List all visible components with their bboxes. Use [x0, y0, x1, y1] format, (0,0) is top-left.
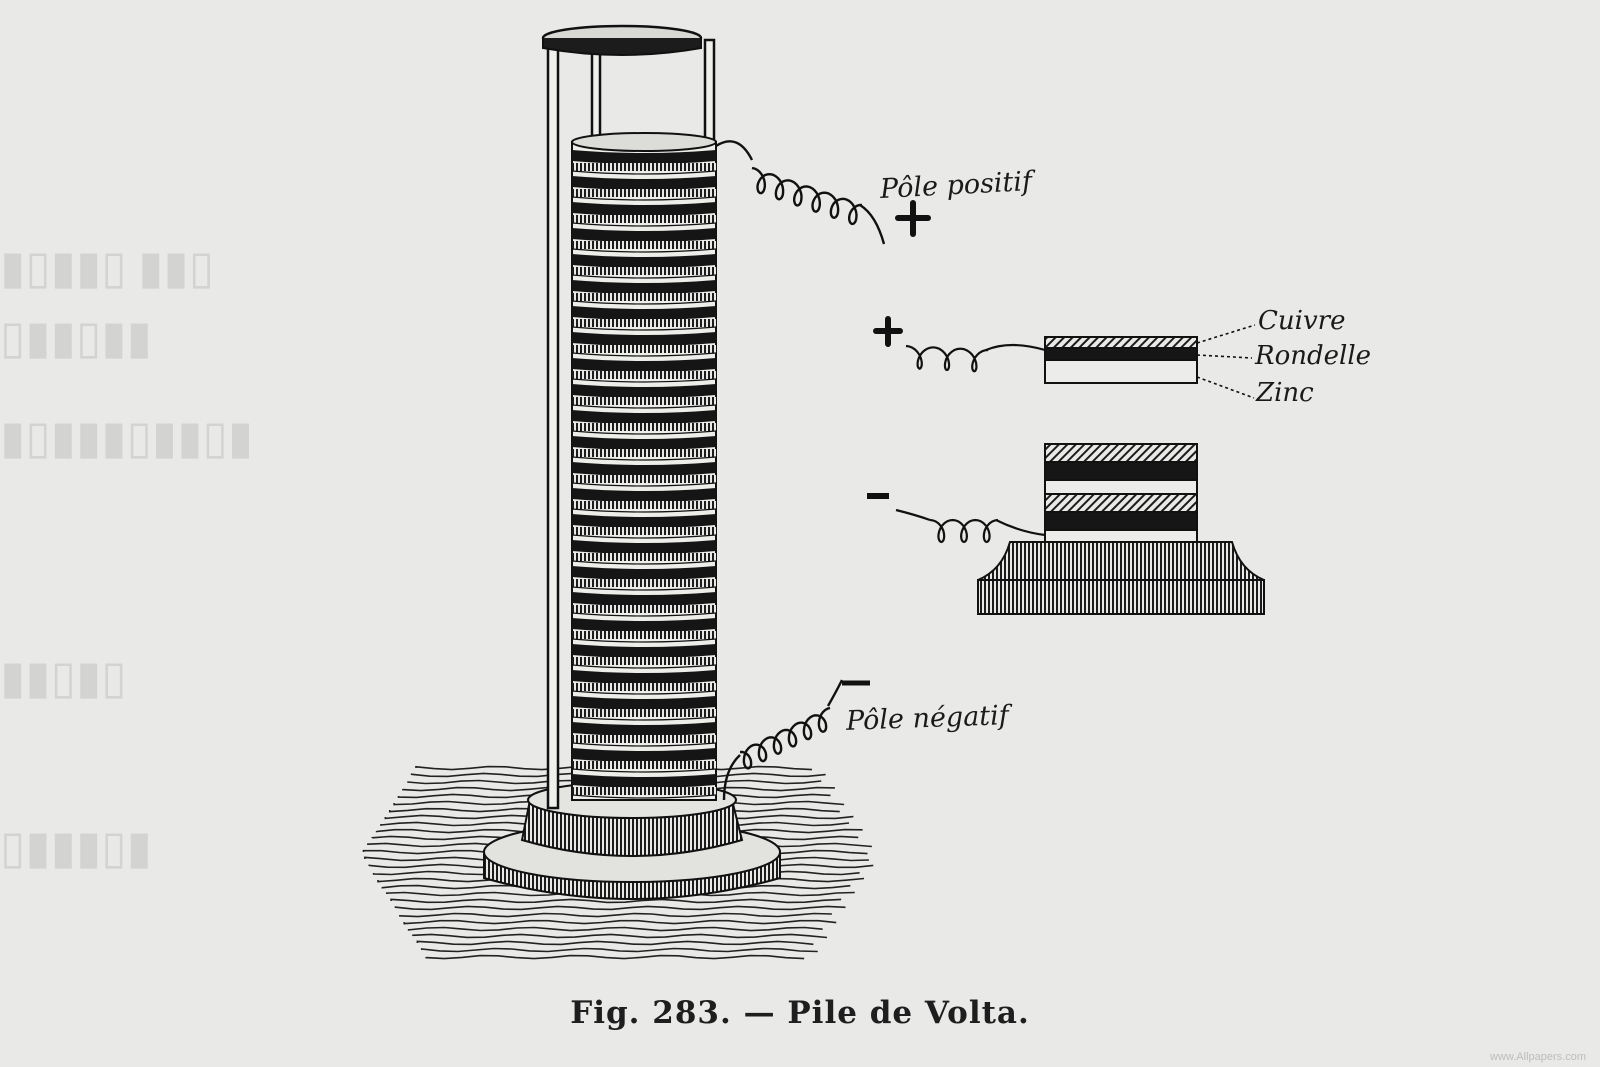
double-element-detail — [867, 443, 1265, 615]
washer-label: Rondelle — [1255, 341, 1372, 371]
bleed-through-texture: ▮▯▮▮▮▯▮▮▯▮ — [0, 412, 254, 463]
negative-pole-label: Pôle négatif — [845, 700, 1010, 737]
bleed-through-texture: ▯▮▮▮▯▮ — [0, 822, 152, 873]
disc-stack — [571, 132, 717, 801]
single-element-detail — [873, 316, 1256, 399]
watermark: www.Allpapers.com — [1490, 1051, 1586, 1063]
negative-wire — [722, 679, 844, 801]
bleed-through-texture: ▯▮▮▯▮▮ — [0, 312, 152, 363]
positive-sign-icon — [873, 316, 903, 347]
caption-title: Pile de Volta. — [787, 995, 1030, 1031]
bleed-through-texture: ▮▯▮▮▯ ▮▮▯ — [0, 242, 215, 293]
copper-label: Cuivre — [1258, 306, 1346, 336]
zinc-label: Zinc — [1256, 378, 1314, 408]
pile-base — [483, 781, 781, 900]
caption-number: Fig. 283. — [570, 995, 732, 1031]
positive-wire — [715, 140, 886, 245]
figure-caption: Fig. 283. — Pile de Volta. — [0, 995, 1600, 1031]
positive-sign-icon — [895, 200, 931, 237]
top-cap — [541, 24, 703, 56]
caption-separator: — — [743, 995, 776, 1031]
bleed-through-texture: ▮▮▯▮▯ — [0, 652, 127, 703]
